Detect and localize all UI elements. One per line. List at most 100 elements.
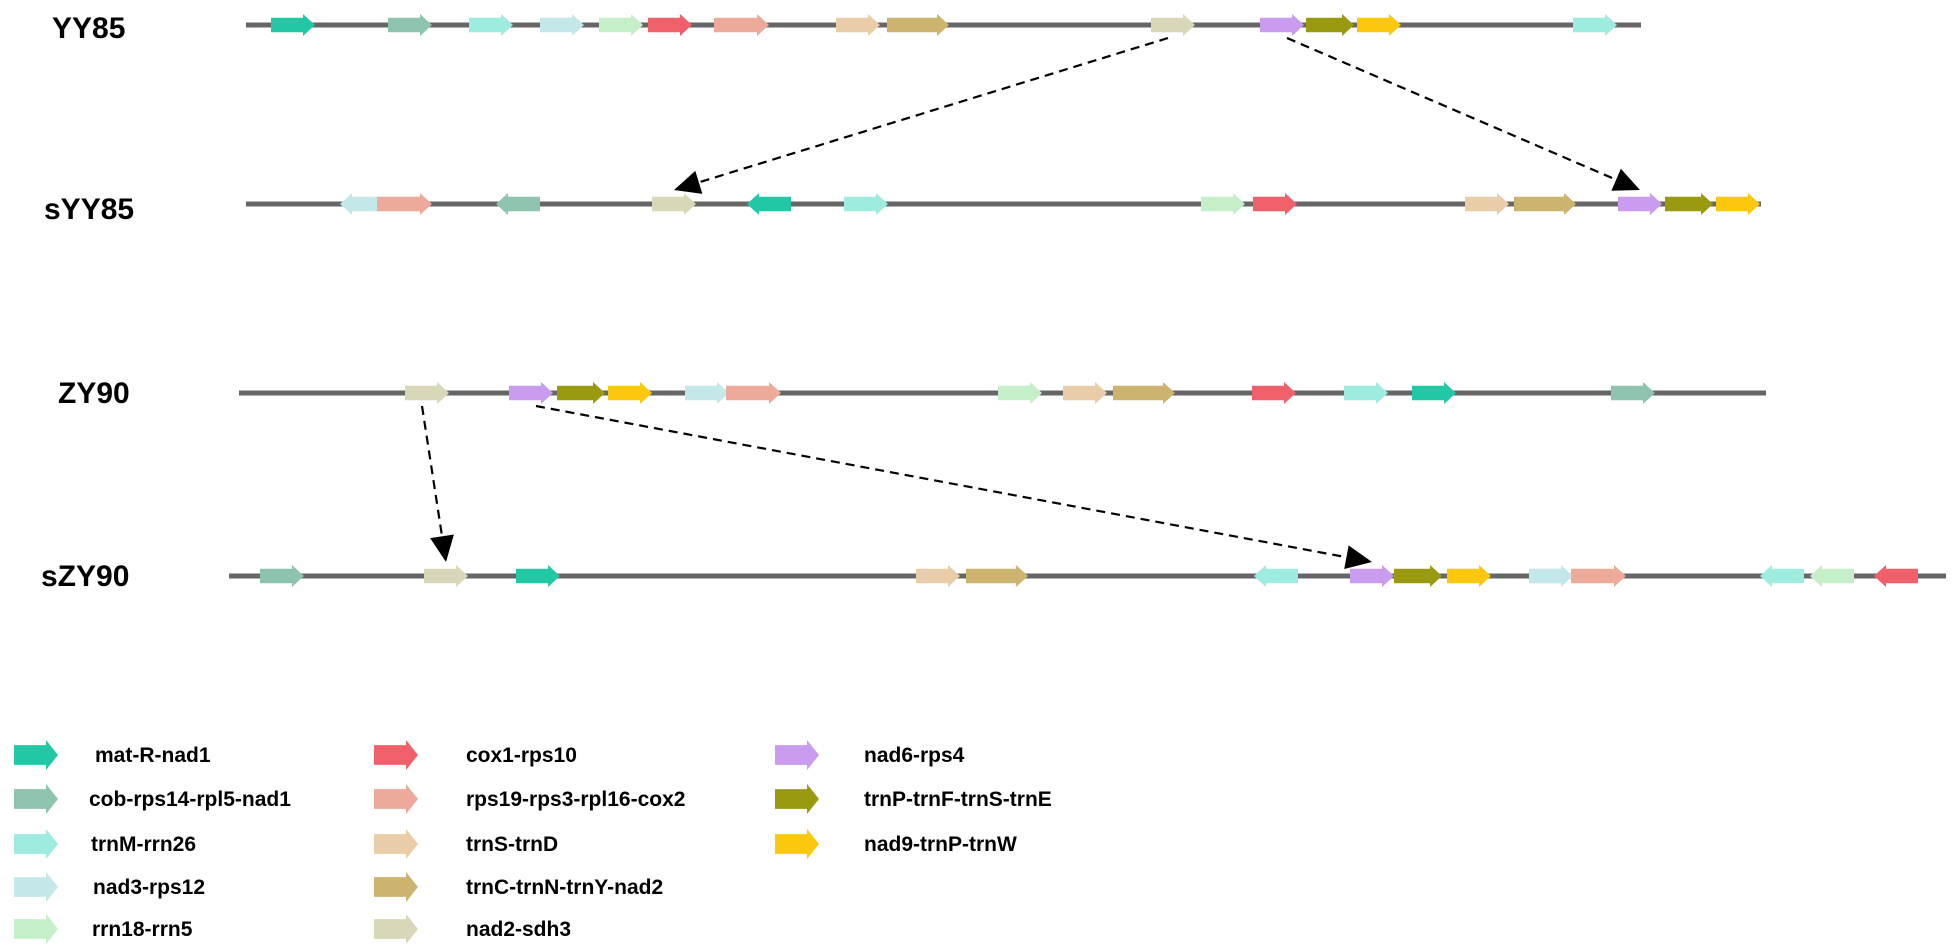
gene-arrow-nad6 (1618, 193, 1662, 215)
legend-swatch-icon (374, 784, 418, 814)
legend-item-trnP: trnP-trnF-trnS-trnE (775, 784, 1052, 814)
gene-arrow-cox1 (1253, 193, 1297, 215)
legend-item-mat: mat-R-nad1 (14, 740, 211, 770)
gene-arrow-mat (271, 14, 315, 36)
gene-arrow-mat (1412, 382, 1456, 404)
gene-arrow-rps19 (726, 382, 781, 404)
track-label: ZY90 (58, 377, 130, 410)
dashed-line (1286, 36, 1617, 181)
gene-arrow-rrn18 (1810, 565, 1854, 587)
legend-swatch-icon (374, 829, 418, 859)
translocation-arrow (420, 405, 454, 562)
gene-arrow-trnM (1760, 565, 1804, 587)
gene-arrow-rrn18 (599, 14, 643, 36)
track-label: YY85 (52, 12, 125, 45)
legend-label: rrn18-rrn5 (92, 918, 193, 941)
legend-label: nad6-rps4 (864, 744, 965, 767)
legend-item-nad3: nad3-rps12 (14, 872, 205, 902)
gene-arrow-trnP (1665, 193, 1713, 215)
legend-label: trnP-trnF-trnS-trnE (864, 788, 1052, 811)
gene-arrow-cox1 (648, 14, 692, 36)
gene-arrow-cob (260, 565, 304, 587)
gene-arrow-trnM (1344, 382, 1388, 404)
dashed-line (698, 36, 1169, 184)
gene-arrow-trnC (1514, 193, 1576, 215)
legend-label: cob-rps14-rpl5-nad1 (89, 788, 291, 811)
gene-arrow-rps19 (714, 14, 769, 36)
legend-item-cox1: cox1-rps10 (374, 740, 577, 770)
gene-arrow-trnS (836, 14, 880, 36)
gene-arrow-cox1 (1874, 565, 1918, 587)
legend-swatch-icon (14, 872, 58, 902)
gene-arrow-nad2 (405, 382, 449, 404)
gene-arrow-cob (1611, 382, 1655, 404)
gene-arrow-trnM (1573, 14, 1617, 36)
track-szy90: sZY90 (41, 560, 1946, 593)
gene-arrow-nad6 (509, 382, 553, 404)
gene-arrow-rps19 (1571, 565, 1626, 587)
legend-swatch-icon (14, 829, 58, 859)
arrowhead (430, 534, 454, 562)
legend-label: mat-R-nad1 (95, 744, 211, 767)
gene-arrow-mat (747, 193, 791, 215)
gene-arrow-cob (496, 193, 540, 215)
gene-arrow-trnP (1306, 14, 1354, 36)
gene-arrow-trnC (1113, 382, 1175, 404)
track-label: sZY90 (41, 560, 129, 593)
legend-swatch-icon (374, 740, 418, 770)
track-syy85: sYY85 (44, 193, 1761, 226)
translocation-arrow (1286, 36, 1640, 191)
gene-arrow-nad9 (1716, 193, 1760, 215)
legend-swatch-icon (374, 914, 418, 944)
dashed-line (420, 405, 444, 537)
gene-arrow-trnS (916, 565, 960, 587)
gene-arrow-mat (516, 565, 560, 587)
legend-label: nad3-rps12 (93, 876, 205, 899)
legend-swatch-icon (374, 872, 418, 902)
gene-arrow-trnM (844, 193, 888, 215)
gene-arrow-nad3 (340, 193, 384, 215)
legend-item-cob: cob-rps14-rpl5-nad1 (14, 784, 291, 814)
legend-item-nad2: nad2-sdh3 (374, 914, 571, 944)
legend-swatch-icon (775, 829, 819, 859)
legend-label: trnS-trnD (466, 833, 558, 856)
gene-arrow-cob (388, 14, 432, 36)
translocation-arrow (535, 404, 1372, 570)
gene-arrow-rrn18 (1201, 193, 1245, 215)
legend-item-rrn18: rrn18-rrn5 (14, 914, 193, 944)
legend-label: cox1-rps10 (466, 744, 577, 767)
legend-swatch-icon (775, 784, 819, 814)
gene-arrow-nad9 (1447, 565, 1491, 587)
gene-arrow-trnC (966, 565, 1028, 587)
gene-arrow-rrn18 (998, 382, 1042, 404)
gene-arrow-nad6 (1260, 14, 1304, 36)
legend-label: rps19-rps3-rpl16-cox2 (466, 788, 685, 811)
legend-item-trnM: trnM-rrn26 (14, 829, 196, 859)
arrowhead (674, 170, 703, 194)
translocation-arrows-layer (420, 36, 1640, 570)
dashed-line (535, 404, 1347, 559)
legend-swatch-icon (14, 784, 58, 814)
legend-swatch-icon (14, 914, 58, 944)
gene-arrow-trnM (1254, 565, 1298, 587)
gene-arrow-trnS (1465, 193, 1509, 215)
gene-arrow-trnP (1394, 565, 1442, 587)
gene-arrow-trnS (1063, 382, 1107, 404)
gene-arrow-nad2 (652, 193, 696, 215)
arrowhead (1344, 545, 1372, 570)
gene-arrow-rps19 (377, 193, 432, 215)
legend: mat-R-nad1 cob-rps14-rpl5-nad1 trnM-rrn26 n… (14, 740, 1052, 944)
legend-label: nad2-sdh3 (466, 918, 571, 941)
gene-arrow-nad3 (540, 14, 584, 36)
track-label: sYY85 (44, 193, 134, 226)
gene-arrow-nad2 (1151, 14, 1195, 36)
translocation-arrow (674, 36, 1169, 194)
track-yy85: YY85 (52, 12, 1641, 45)
legend-item-rps19: rps19-rps3-rpl16-cox2 (374, 784, 685, 814)
legend-swatch-icon (14, 740, 58, 770)
legend-item-trnC: trnC-trnN-trnY-nad2 (374, 872, 663, 902)
gene-arrow-nad3 (1529, 565, 1573, 587)
gene-arrow-trnP (557, 382, 605, 404)
